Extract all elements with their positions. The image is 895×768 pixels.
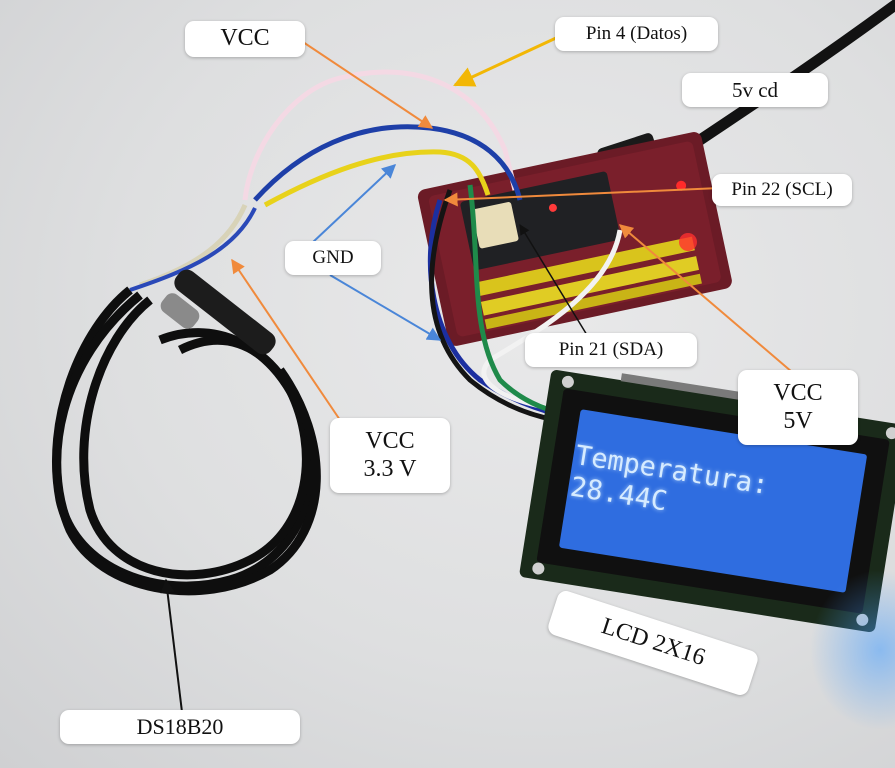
wire-pink <box>242 69 518 201</box>
lcd-screen <box>559 409 867 593</box>
arrow-vcc-5v <box>618 224 793 373</box>
lcd-blue-glow <box>810 570 895 730</box>
arrow-vcc-top <box>299 39 434 129</box>
label-pin4-datos: Pin 4 (Datos) <box>555 17 718 51</box>
wire-lcd-black <box>429 189 556 423</box>
led-red-glow <box>679 233 697 251</box>
arrow-pin4 <box>453 36 557 87</box>
ds18b20-cable <box>52 286 321 596</box>
arrow-ds18b20 <box>160 578 183 713</box>
arrow-gnd-up <box>311 164 397 244</box>
arrow-pin22 <box>443 187 721 207</box>
label-vcc-top: VCC <box>185 21 305 57</box>
label-pin21-sda: Pin 21 (SDA) <box>525 333 697 367</box>
arrow-pin21 <box>519 224 591 341</box>
arrow-gnd-down <box>329 274 442 341</box>
wire-blue-left <box>129 207 257 292</box>
label-pin22-scl: Pin 22 (SCL) <box>712 174 852 206</box>
ds18b20-probe <box>174 269 276 355</box>
wire-lcd-white <box>481 229 623 413</box>
label-vcc-5v: VCC 5V <box>738 370 858 445</box>
label-vcc-3-3v: VCC 3.3 V <box>330 418 450 493</box>
wire-lcd-green <box>467 184 561 415</box>
label-gnd: GND <box>285 241 381 275</box>
label-ds18b20: DS18B20 <box>60 710 300 744</box>
wire-yellow <box>263 149 491 208</box>
esp-module <box>460 171 621 270</box>
arrow-vcc-33 <box>231 258 341 421</box>
label-5v-cd: 5v cd <box>682 73 828 107</box>
